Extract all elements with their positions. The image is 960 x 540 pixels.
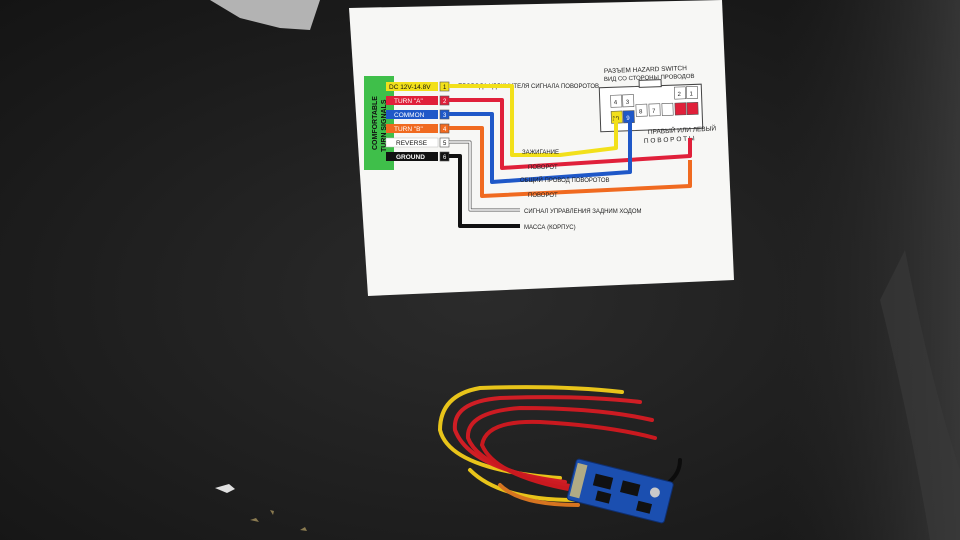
bubble-wrap	[210, 0, 320, 30]
pin-num-2: 2	[443, 99, 447, 105]
wire-label-turn-2: ПОВОРОТ	[528, 193, 558, 199]
wire-red	[449, 98, 692, 170]
hazard-switch-connector: 4 3 2 1 10 9 8 7	[598, 79, 704, 133]
connector-pin-7-label: 7	[652, 109, 656, 115]
pin-row-1	[386, 82, 438, 91]
pin-label-3: COMMON	[394, 112, 425, 119]
module-chip-2	[620, 480, 641, 497]
module-chip-4	[636, 500, 653, 514]
module-solder-pads	[569, 462, 588, 499]
connector-tab	[638, 79, 662, 88]
wiring-diagram	[449, 84, 692, 228]
carpet-fold	[880, 250, 960, 540]
pin-row-3	[386, 110, 438, 119]
cable-yellow-1	[437, 385, 624, 480]
wire-label-ground: МАССА (КОРПУС)	[524, 225, 576, 231]
connector-pin-9-label: 9	[626, 116, 630, 122]
connector-pin-2	[673, 86, 687, 100]
connector-pin-8-label: 8	[639, 109, 643, 115]
connector-pin-7	[648, 103, 661, 117]
connector-pin-red-2	[686, 102, 699, 116]
wire-black	[449, 154, 520, 228]
connector-pin-4-label: 4	[614, 100, 618, 106]
connector-pin-4	[610, 94, 623, 108]
pin-label-4: TURN "B"	[394, 126, 424, 133]
pin-row-6	[386, 152, 438, 161]
module-board	[566, 458, 674, 524]
cable-red-3	[479, 419, 657, 492]
wire-label-reverse: СИГНАЛ УПРАВЛЕНИЯ ЗАДНИМ ХОДОМ	[524, 209, 641, 215]
pin-label-1: DC 12V-14.8V	[389, 84, 431, 91]
pin-label-5: REVERSE	[396, 140, 428, 147]
instruction-sheet	[349, 0, 734, 296]
connector-subtitle: ВИД СО СТОРОНЫ ПРОВОДОВ	[604, 74, 695, 83]
connector-pin-red	[674, 102, 687, 116]
wire-orange	[449, 126, 692, 198]
right-caption-2: П О В О Р О Т Ы	[644, 135, 695, 145]
pin-label-6: GROUND	[396, 154, 425, 161]
wire-white-inner	[449, 141, 520, 211]
wire-yellow	[449, 84, 618, 157]
pin-row-4	[386, 124, 438, 133]
connector-pin-2-label: 2	[677, 92, 681, 98]
connector-pin-1-label: 1	[689, 91, 693, 97]
connector-pin-3	[622, 94, 635, 108]
wire-label-ignition: ЗАЖИГАНИЕ	[522, 150, 559, 156]
connector-pin-blank	[661, 102, 674, 116]
module-chip-3	[595, 490, 612, 504]
pin-row-5	[385, 137, 439, 148]
pin-label-2: TURN "A"	[394, 98, 424, 105]
pin-rows: DC 12V-14.8V 1 TURN "A" 2 COMMON 3 TURN …	[385, 81, 450, 162]
connector-pin-3-label: 3	[626, 100, 630, 106]
connector-pin-1	[685, 86, 699, 100]
connector-pin-8	[635, 103, 648, 117]
wire-label-turn-1: ПОВОРОТ	[528, 165, 558, 171]
cable-orange	[498, 483, 580, 507]
pin-num-1: 1	[443, 85, 447, 91]
turn-signal-module	[437, 385, 682, 524]
pin-row-2	[386, 96, 438, 105]
extension-caption: ПРОВОДА УДЛИНИТЕЛЯ СИГНАЛА ПОВОРОТОВ	[458, 84, 599, 90]
wire-blue	[449, 112, 632, 184]
side-label-line2: TURN SIGNALS	[381, 99, 388, 152]
connector-title: РАЗЪЕМ HAZARD SWITCH	[604, 65, 687, 75]
module-chip-1	[592, 473, 614, 490]
module-component	[649, 487, 660, 498]
pin-num-4: 4	[443, 127, 447, 133]
pin-num-3: 3	[443, 113, 447, 119]
side-label-line1: COMFORTABLE	[372, 96, 379, 150]
debris-fleck	[215, 484, 235, 493]
wire-label-common: ОБЩИЙ ПРОВОД ПОВОРОТОВ	[520, 176, 610, 184]
pin-num-5: 5	[443, 141, 447, 147]
pin-num-6: 6	[443, 155, 447, 161]
